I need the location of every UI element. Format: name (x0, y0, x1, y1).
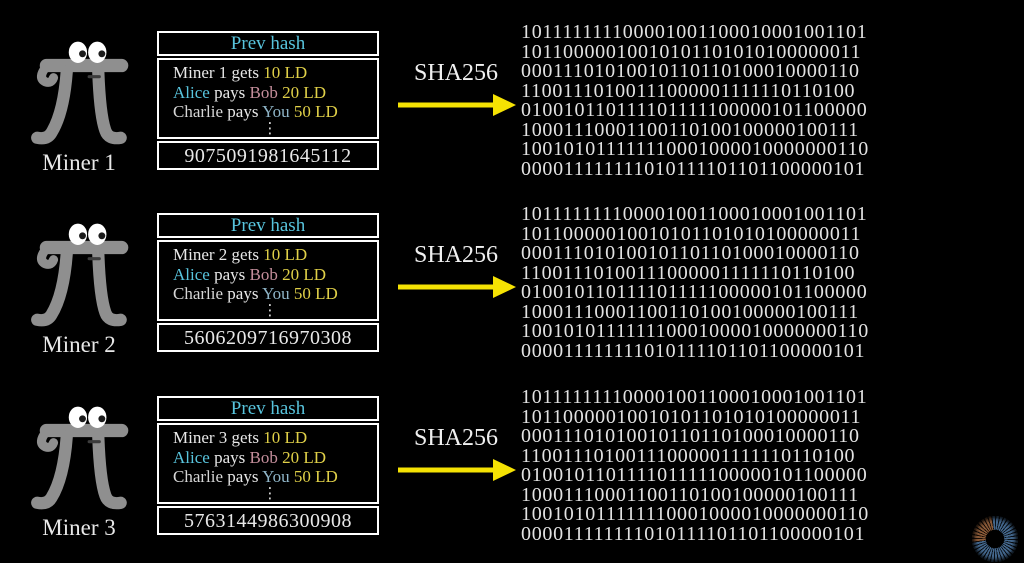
transaction-segment: 10 LD (263, 63, 308, 82)
hash-line: 010010110111101111100000101100000 (521, 281, 868, 303)
transaction-line: Miner 1 gets 10 LD (173, 63, 377, 83)
transaction-line: Miner 3 gets 10 LD (173, 428, 377, 448)
miner-row: Miner 1 Prev hash Miner 1 gets 10 LD Ali… (0, 18, 1024, 201)
transaction-segment: Bob (249, 82, 283, 102)
transaction-segment: You (262, 467, 294, 486)
transaction-segment: Alice (173, 82, 210, 102)
transaction-list: Miner 1 gets 10 LD Alice pays Bob 20 LD … (157, 58, 379, 139)
transaction-segment: pays (223, 284, 263, 303)
ellipsis-dots: ⋮ (262, 300, 278, 319)
hash-line: 10110000010010101101010100000011 (521, 405, 862, 428)
block: Prev hash Miner 2 gets 10 LD Alice pays … (157, 213, 379, 352)
hash-line: 101111111100001001100010001001101 (521, 386, 868, 408)
miner-name-label: Miner 2 (42, 332, 116, 357)
sha256-label: SHA256 (413, 60, 498, 86)
hash-line: 101111111100001001100010001001101 (521, 203, 868, 225)
transaction-segment: 50 LD (293, 102, 338, 121)
hash-line: 100101011111110001000010000000110 (521, 503, 869, 525)
hash-line: 00011101010010110110100010000110 (521, 425, 860, 447)
ellipsis-dots: ⋮ (262, 483, 278, 502)
transaction-line: Alice pays Bob 20 LD (173, 83, 377, 103)
sha256-arrow-icon (398, 459, 516, 481)
hash-line: 10001110001100110100100000100111 (521, 300, 859, 323)
transaction-segment: pays (209, 264, 250, 284)
sha256-arrow-icon (398, 276, 516, 298)
prev-hash-header: Prev hash (157, 31, 379, 56)
pi-creature-icon (31, 406, 129, 510)
transaction-list: Miner 2 gets 10 LD Alice pays Bob 20 LD … (157, 240, 379, 321)
hash-line: 10001110001100110100100000100111 (521, 118, 859, 141)
pi-creature-icon (31, 41, 129, 145)
nonce-value: 5763144986300908 (157, 505, 379, 535)
transaction-segment: Charlie (173, 102, 224, 121)
block: Prev hash Miner 3 gets 10 LD Alice pays … (157, 396, 379, 535)
transaction-line: Charlie pays You 50 LD (173, 102, 377, 122)
hash-line: 101111111100001001100010001001101 (521, 21, 868, 43)
sha256-label: SHA256 (413, 425, 498, 451)
transaction-segment: You (262, 102, 294, 121)
transaction-segment: 20 LD (282, 447, 327, 467)
hash-line: 010010110111101111100000101100000 (521, 99, 868, 121)
transaction-line: Alice pays Bob 20 LD (173, 265, 377, 285)
transaction-segment: 10 LD (263, 428, 308, 447)
nonce-value: 9075091981645112 (157, 140, 379, 170)
pi-creature-icon (31, 223, 129, 327)
hash-line: 100101011111110001000010000000110 (521, 138, 869, 160)
hash-line: 10110000010010101101010100000011 (521, 40, 862, 63)
transaction-segment: Bob (249, 447, 283, 467)
transaction-segment: You (262, 284, 294, 303)
hash-line: 11001110100111000001111110110100 (521, 261, 856, 284)
miner-name-label: Miner 1 (42, 150, 116, 175)
prev-hash-header: Prev hash (157, 213, 379, 238)
transaction-segment: Bob (249, 264, 283, 284)
miner-row: Miner 2 Prev hash Miner 2 gets 10 LD Ali… (0, 200, 1024, 383)
hash-line: 11001110100111000001111110110100 (521, 444, 856, 467)
transaction-segment: Miner 3 gets (173, 428, 264, 447)
transaction-line: Alice pays Bob 20 LD (173, 448, 377, 468)
nonce-value: 5606209716970308 (157, 322, 379, 352)
transaction-segment: Alice (173, 447, 210, 467)
transaction-segment: Charlie (173, 284, 224, 303)
hash-line: 000011111111010111101101100000101 (521, 339, 866, 362)
transaction-segment: 50 LD (293, 284, 338, 303)
transaction-list: Miner 3 gets 10 LD Alice pays Bob 20 LD … (157, 423, 379, 504)
miner-name-label: Miner 3 (42, 515, 116, 540)
transaction-segment: pays (209, 447, 250, 467)
hash-line: 010010110111101111100000101100000 (521, 464, 868, 486)
hash-line: 000011111111010111101101100000101 (521, 522, 866, 545)
miner-row: Miner 3 Prev hash Miner 3 gets 10 LD Ali… (0, 383, 1024, 563)
transaction-line: Charlie pays You 50 LD (173, 467, 377, 487)
block: Prev hash Miner 1 gets 10 LD Alice pays … (157, 31, 379, 170)
hash-line: 11001110100111000001111110110100 (521, 79, 856, 102)
hash-line: 00011101010010110110100010000110 (521, 242, 860, 264)
channel-logo-icon (972, 516, 1018, 562)
transaction-segment: 20 LD (282, 82, 327, 102)
ellipsis-dots: ⋮ (262, 118, 278, 137)
transaction-segment: Miner 1 gets (173, 63, 264, 82)
transaction-segment: Alice (173, 264, 210, 284)
transaction-segment: 10 LD (263, 245, 308, 264)
prev-hash-header: Prev hash (157, 396, 379, 421)
transaction-segment: pays (209, 82, 250, 102)
hash-line: 100101011111110001000010000000110 (521, 320, 869, 342)
transaction-segment: Miner 2 gets (173, 245, 264, 264)
sha256-arrow-icon (398, 94, 516, 116)
hash-line: 00011101010010110110100010000110 (521, 60, 860, 82)
transaction-segment: 20 LD (282, 264, 327, 284)
transaction-line: Miner 2 gets 10 LD (173, 245, 377, 265)
hash-line: 10110000010010101101010100000011 (521, 222, 862, 245)
transaction-segment: Charlie (173, 467, 224, 486)
transaction-segment: 50 LD (293, 467, 338, 486)
hash-line: 000011111111010111101101100000101 (521, 157, 866, 180)
transaction-segment: pays (223, 467, 263, 486)
transaction-line: Charlie pays You 50 LD (173, 284, 377, 304)
hash-line: 10001110001100110100100000100111 (521, 483, 859, 506)
sha256-label: SHA256 (413, 242, 498, 268)
transaction-segment: pays (223, 102, 263, 121)
